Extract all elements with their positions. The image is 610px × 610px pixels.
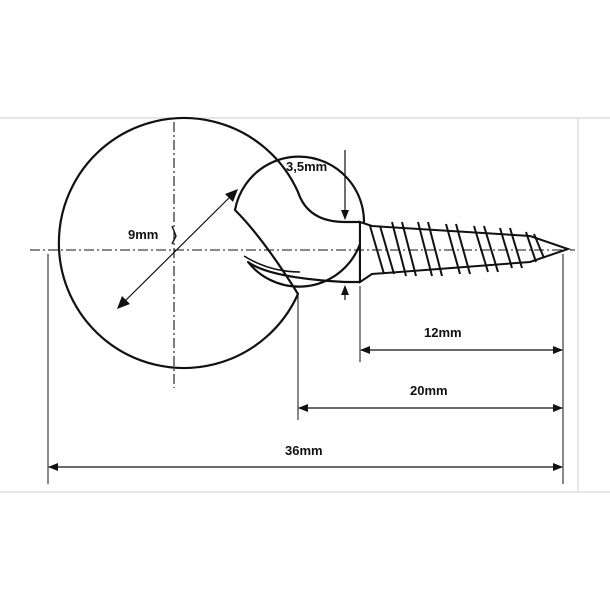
thickness-label: 3,5mm (286, 159, 327, 174)
eye-hook-inner-edge (243, 255, 301, 273)
overall-length-label: 36mm (285, 443, 323, 458)
thread-length-label: 12mm (424, 325, 462, 340)
diameter-label-leader (171, 225, 177, 245)
eye-hook-body (57, 116, 366, 370)
diameter-arrow-upper (225, 189, 238, 202)
diameter-label: 9mm (128, 227, 158, 242)
diameter-dimension-line (117, 189, 238, 309)
shank-length-label: 20mm (410, 383, 448, 398)
thread-crests (369, 221, 545, 277)
diameter-arrow-lower (117, 296, 130, 309)
